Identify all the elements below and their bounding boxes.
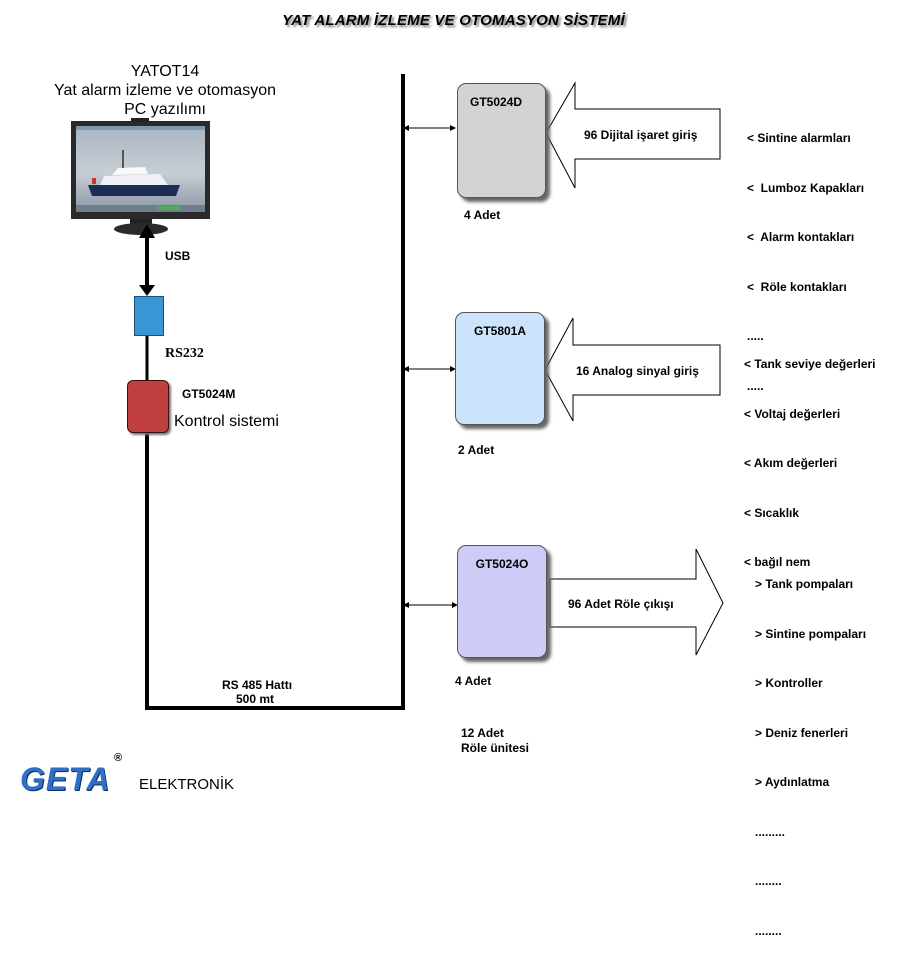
output-arrow-relay [549,548,724,656]
list-item: > Tank pompaları [755,577,854,591]
geta-logo: GETA [20,761,111,797]
module-model: GT5024O [475,557,529,571]
module-count: 4 Adet [464,208,501,222]
module-model: GT5801A [473,324,527,338]
list-item: < Akım değerleri [744,456,838,470]
diagram-wiring [71,74,724,710]
list-item: < Sıcaklık [744,505,800,520]
list-item: > Deniz fenerleri [755,725,849,740]
arrow-label: 96 Dijital işaret giriş [584,128,698,142]
pc-software-name: YATOT14 [130,63,200,80]
rs232-converter [134,296,164,336]
output-list-relay: > Tank pompaları > Sintine pompaları > K… [755,543,866,956]
arrow-down-icon [139,285,155,296]
pc-software-description: Yat alarm izleme ve otomasyon [53,82,276,99]
module-count: 4 Adet [455,674,492,688]
list-item: < Lumboz Kapakları [747,180,865,195]
rs485-label: RS 485 Hattı [222,678,293,692]
arrow-up-icon [139,224,155,238]
input-list-digital: < Sintine alarmları < Lumboz Kapakları <… [747,97,864,411]
list-item: > Aydınlatma [755,775,830,789]
arrow-label: 96 Adet Röle çıkışı [568,597,674,611]
controller-model: GT5024M [182,387,236,401]
list-item: ..... [747,378,764,393]
rs485-bus [145,74,405,710]
arrow-label: 16 Analog sinyal giriş [576,364,699,378]
list-item: ........ [755,874,782,888]
list-item: < Alarm kontakları [747,230,855,244]
list-item: ......... [755,824,786,839]
module-gt5024o: GT5024O [457,545,547,658]
monitor-icon [71,118,210,235]
controller-box [127,380,169,433]
list-item: < Röle kontakları [747,279,847,294]
usb-label: USB [165,249,191,263]
list-item: > Sintine pompaları [755,626,867,641]
controller-label: Kontrol sistemi [174,413,279,430]
input-list-analog: < Tank seviye değerleri < Voltaj değerle… [744,323,876,587]
list-item: ........ [755,923,782,938]
yacht-hull-icon [88,185,180,196]
list-item: > Kontroller [755,676,823,690]
module-count: 2 Adet [458,443,495,457]
list-item: < Voltaj değerleri [744,406,841,421]
list-item: < Sintine alarmları [747,131,851,145]
company-subtitle: ELEKTRONİK [139,776,235,793]
list-item: < bağıl nem [744,555,811,569]
module-gt5801a: GT5801A [455,312,545,425]
module-gt5024d: GT5024D [457,83,546,198]
list-item: ..... [747,329,764,343]
rs232-label: RS232 [165,346,204,361]
input-arrow-digital [545,81,721,189]
list-item: < Tank seviye değerleri [744,357,876,371]
input-arrow-analog [544,317,721,422]
module-model: GT5024D [470,95,523,109]
relay-total-label: Röle ünitesi [461,741,530,755]
relay-total-count: 12 Adet [461,726,504,740]
registered-mark: ® [114,752,123,764]
pc-software-description-2: PC yazılımı [124,101,206,118]
diagram-title: YAT ALARM İZLEME VE OTOMASYON SİSTEMİ [282,12,625,29]
rs485-length: 500 mt [236,692,275,706]
